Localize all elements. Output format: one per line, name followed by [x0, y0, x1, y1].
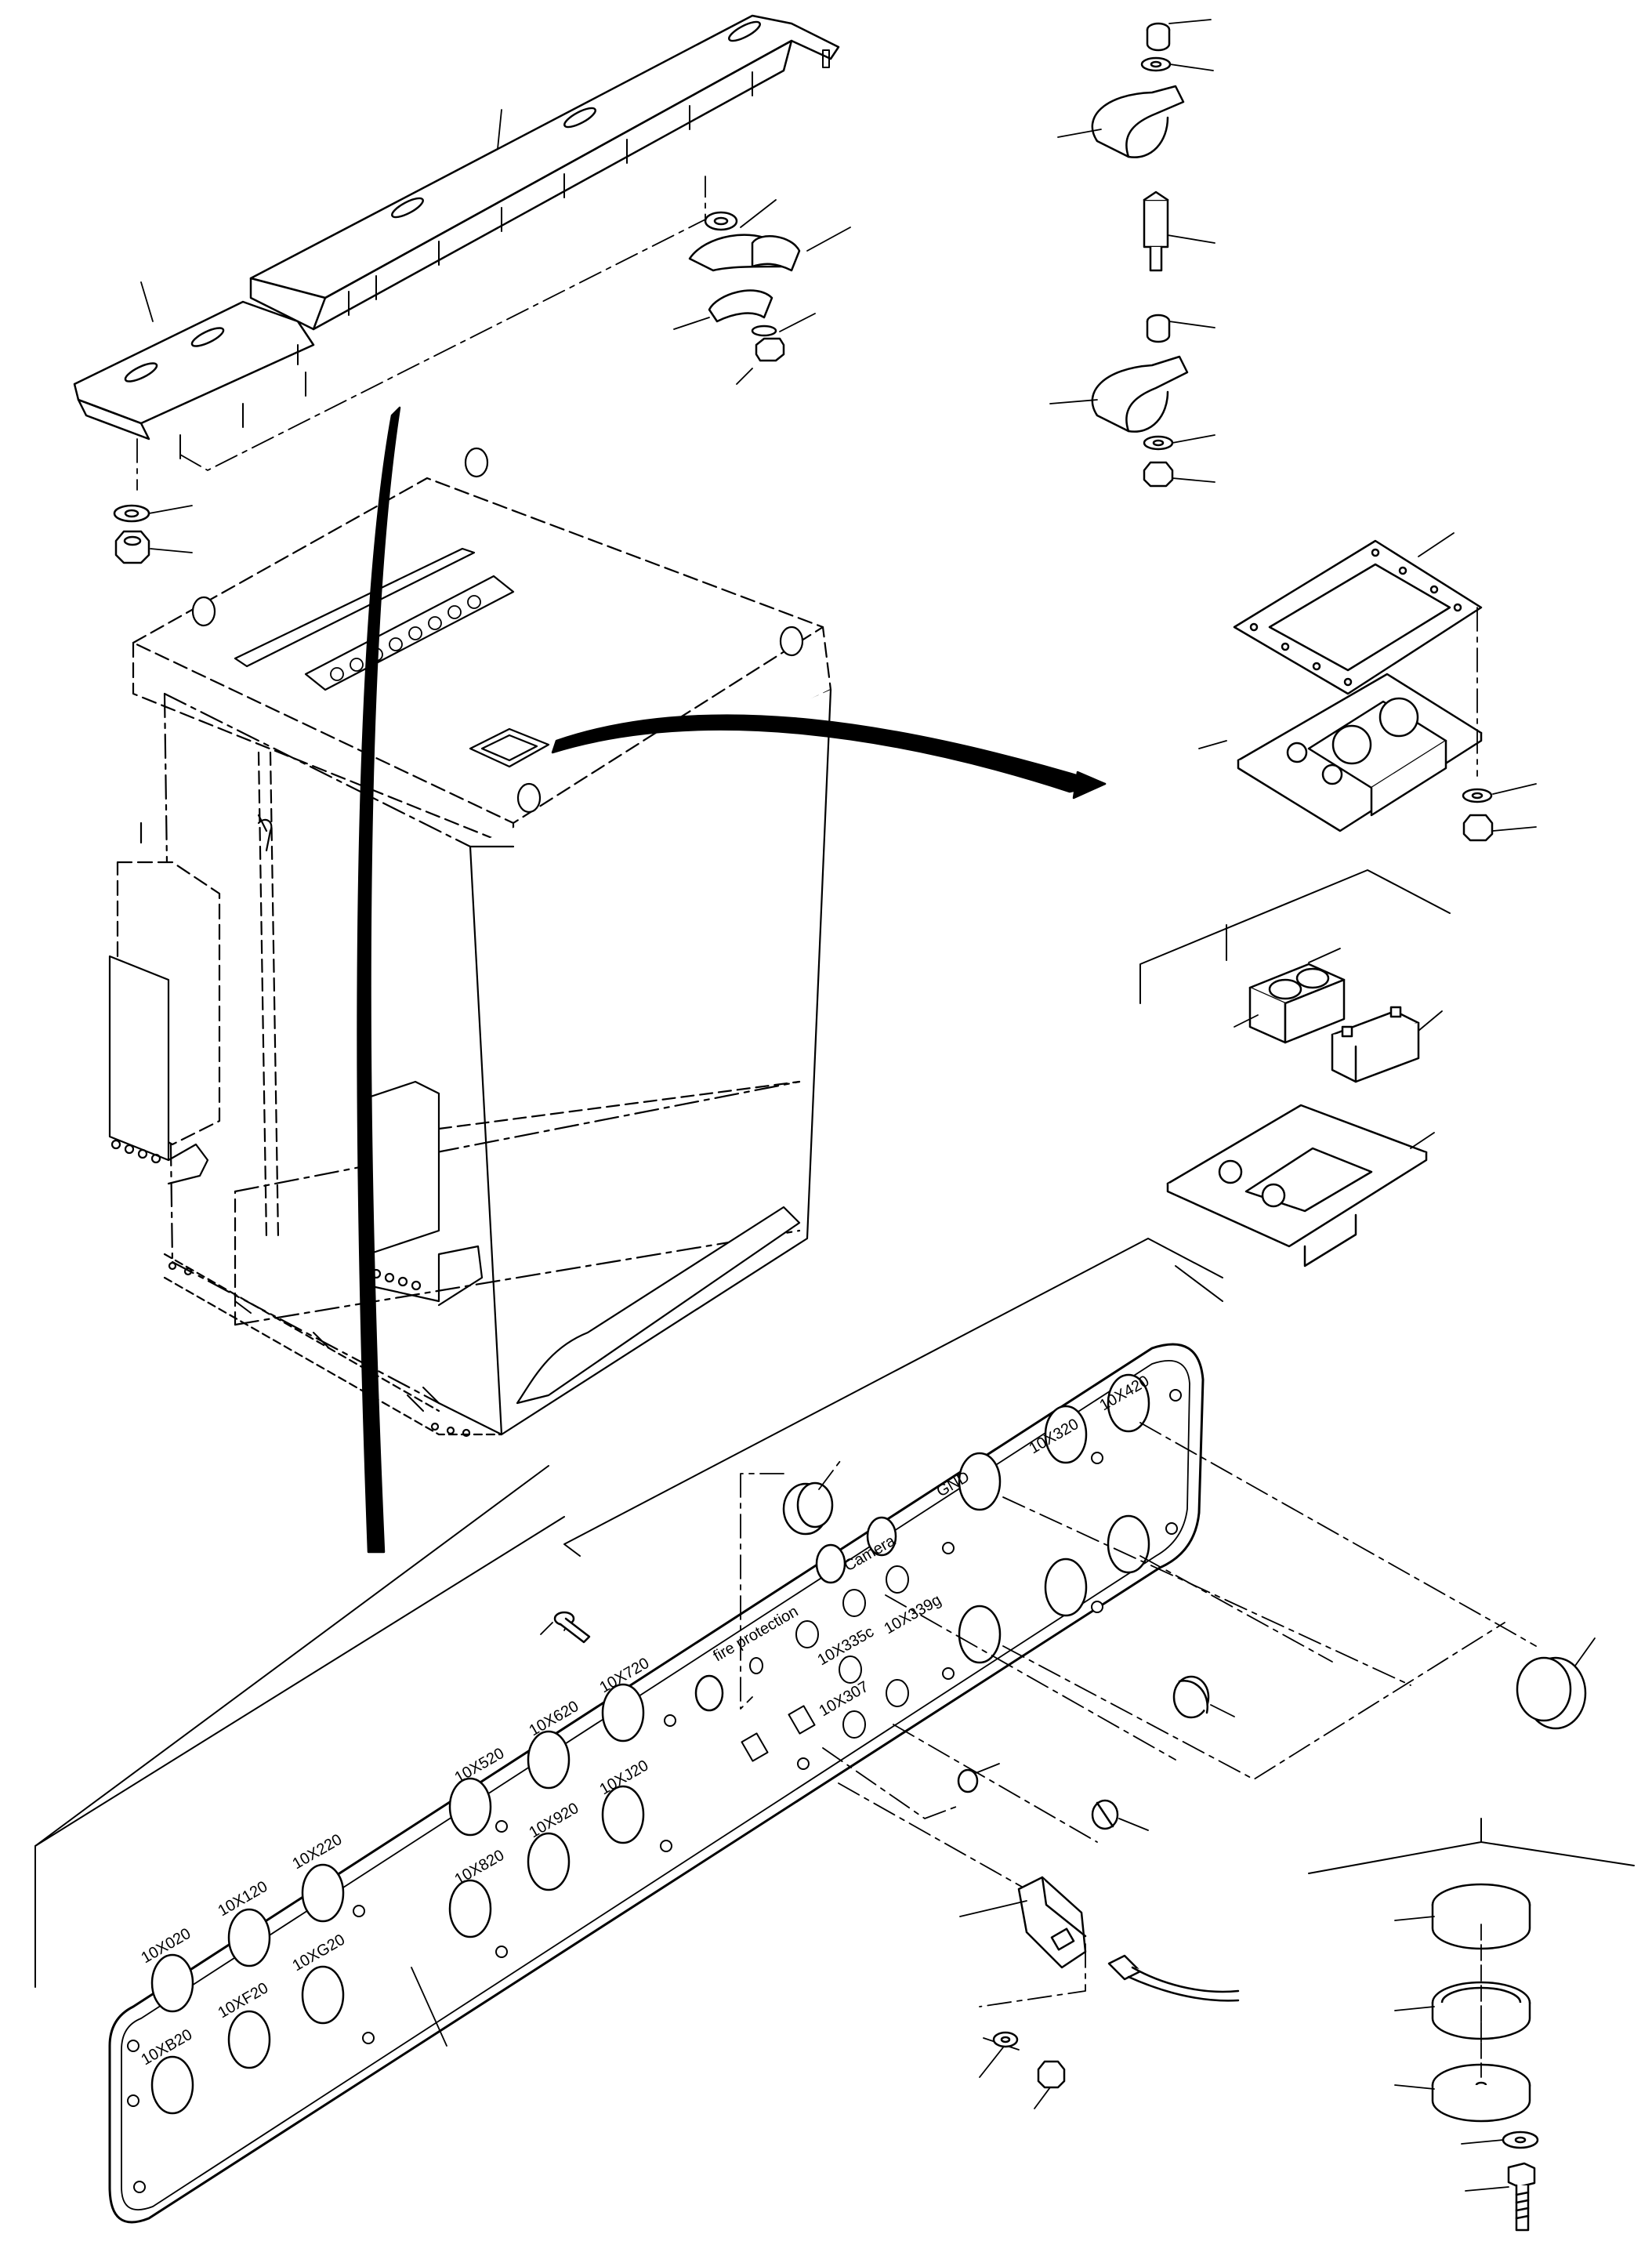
screw-icon — [553, 1611, 591, 1644]
cable-entry-gasket — [1233, 539, 1483, 832]
cable-clamp-small — [673, 199, 851, 385]
washer-icon — [113, 504, 150, 523]
variant-parts — [1166, 963, 1428, 1267]
connector-plate: 10X020 10X120 10X220 10XB20 10XF20 10XG2… — [108, 1343, 1205, 2224]
cap-assembly — [1431, 1883, 1539, 2232]
blind-plug — [782, 1481, 834, 1536]
panel-connector — [1017, 1876, 1240, 2002]
roof-rail-long — [249, 14, 840, 331]
cap-plug — [957, 1656, 1587, 1830]
roof-rail-short — [73, 300, 315, 459]
cabinet — [108, 447, 832, 1438]
nut-icon — [114, 530, 150, 564]
clamp-stack — [1091, 22, 1189, 488]
